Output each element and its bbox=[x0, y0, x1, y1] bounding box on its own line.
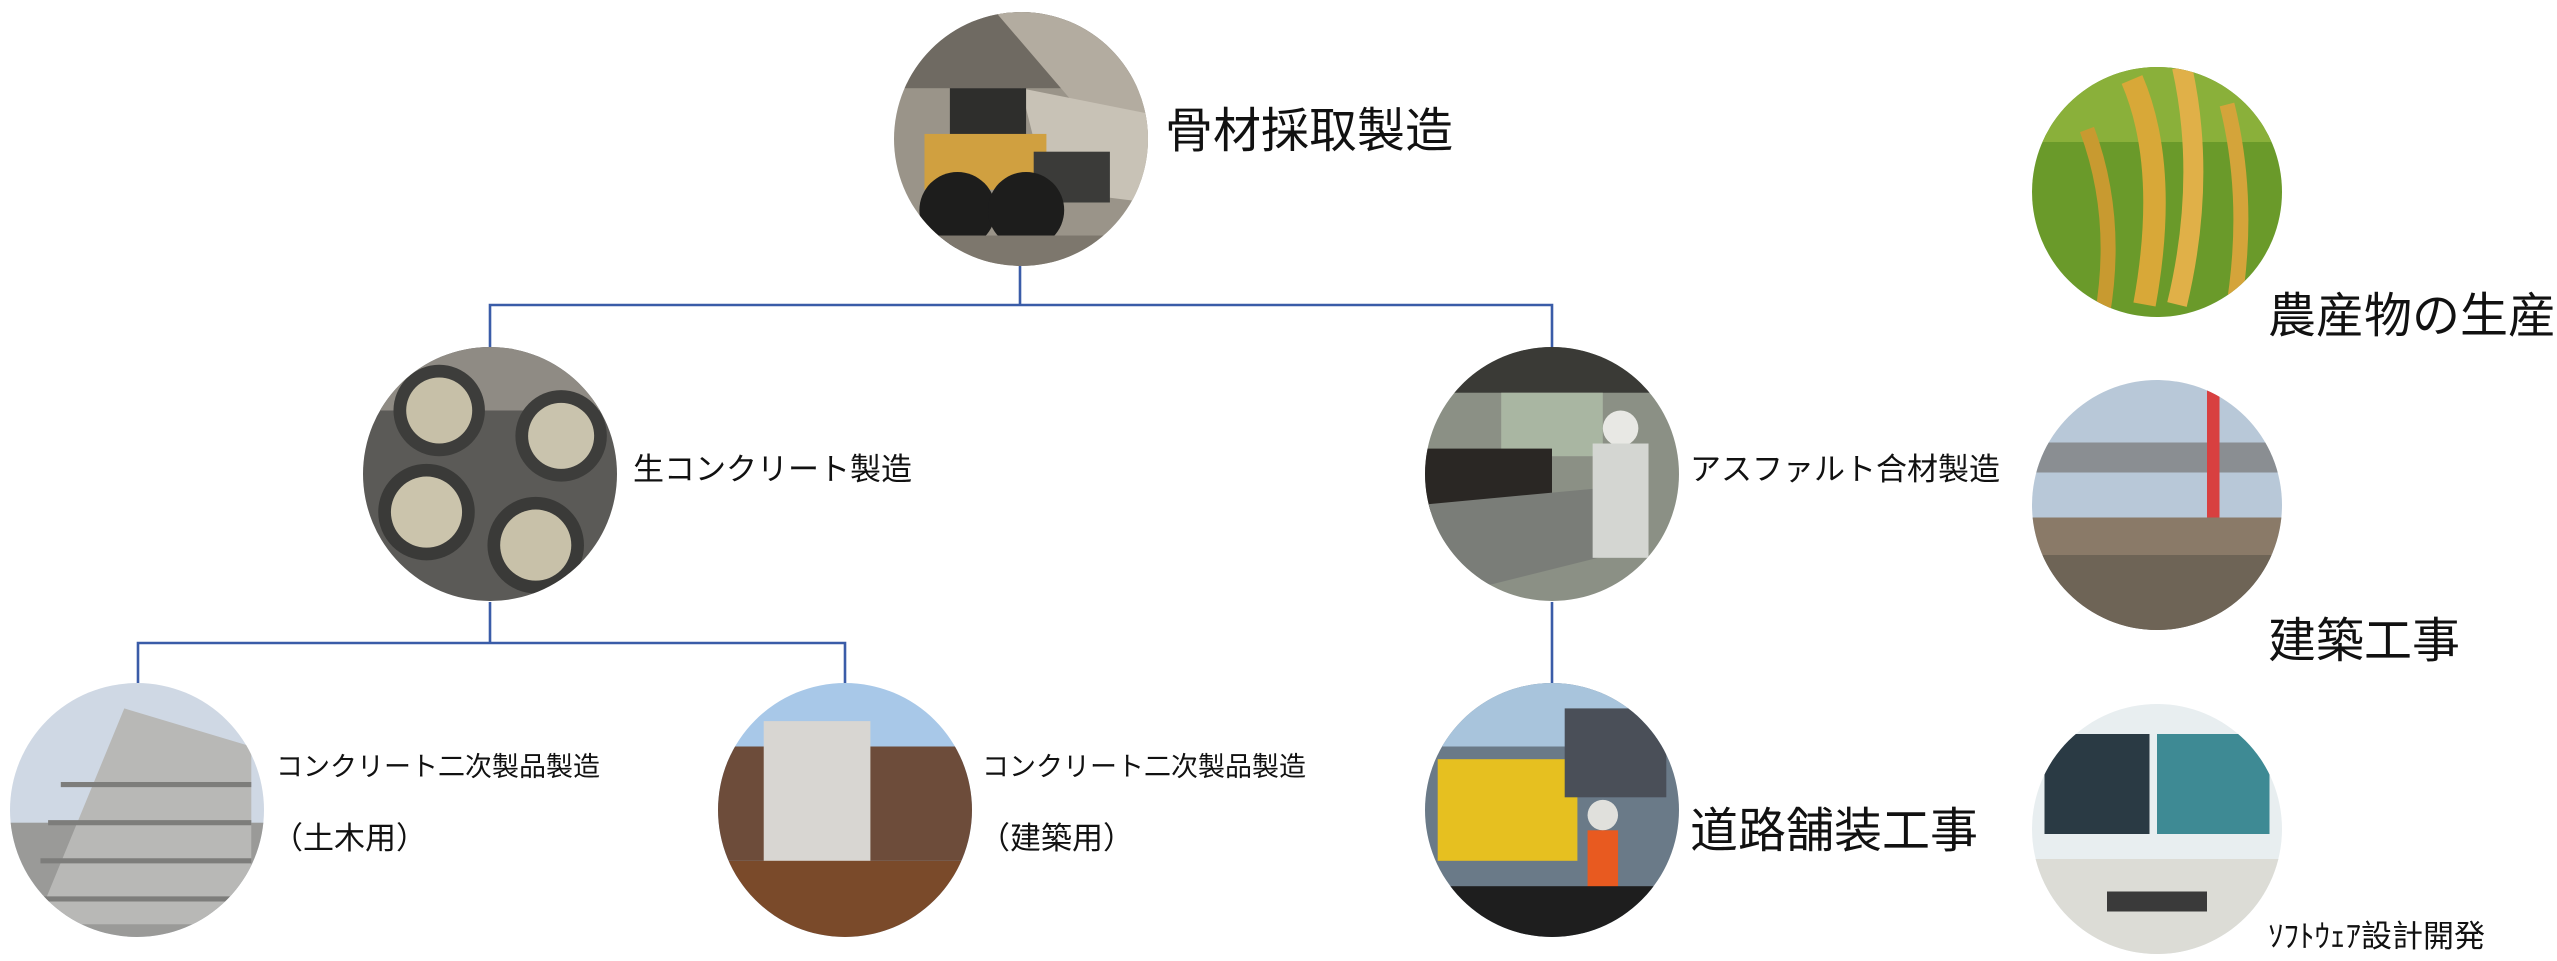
asphalt-label: アスファルト合材製造 bbox=[1690, 452, 2000, 488]
connector-root bbox=[488, 265, 1554, 348]
wheel-loader-photo-node bbox=[894, 12, 1148, 266]
rice-field-photo-node bbox=[2032, 67, 2282, 317]
precast-building-label-line2: （建築用） bbox=[979, 821, 1134, 857]
root-label: 骨材採取製造 bbox=[1165, 103, 1454, 159]
software-label: ｿﾌﾄｳｪｱ設計開発 bbox=[2268, 919, 2485, 955]
software-workstation-photo-node bbox=[2032, 704, 2282, 954]
construction-site-photo-node bbox=[2032, 380, 2282, 630]
connector-concrete bbox=[136, 602, 847, 683]
precast-civil-label-line1: コンクリート二次製品製造 bbox=[276, 752, 600, 783]
construction-label: 建築工事 bbox=[2268, 613, 2461, 669]
asphalt-plant-photo-node bbox=[1425, 347, 1679, 601]
precast-building-photo-node bbox=[718, 683, 972, 937]
concrete-label: 生コンクリート製造 bbox=[633, 452, 912, 488]
agriculture-label: 農産物の生産 bbox=[2268, 288, 2557, 344]
road-paver-photo-node bbox=[1425, 683, 1679, 937]
road-paving-label: 道路舗装工事 bbox=[1690, 803, 1979, 859]
precast-civil-label-line2: （土木用） bbox=[272, 821, 427, 857]
precast-building-label-line1: コンクリート二次製品製造 bbox=[982, 752, 1306, 783]
precast-civil-photo-node bbox=[10, 683, 264, 937]
concrete-buckets-photo-node bbox=[363, 347, 617, 601]
